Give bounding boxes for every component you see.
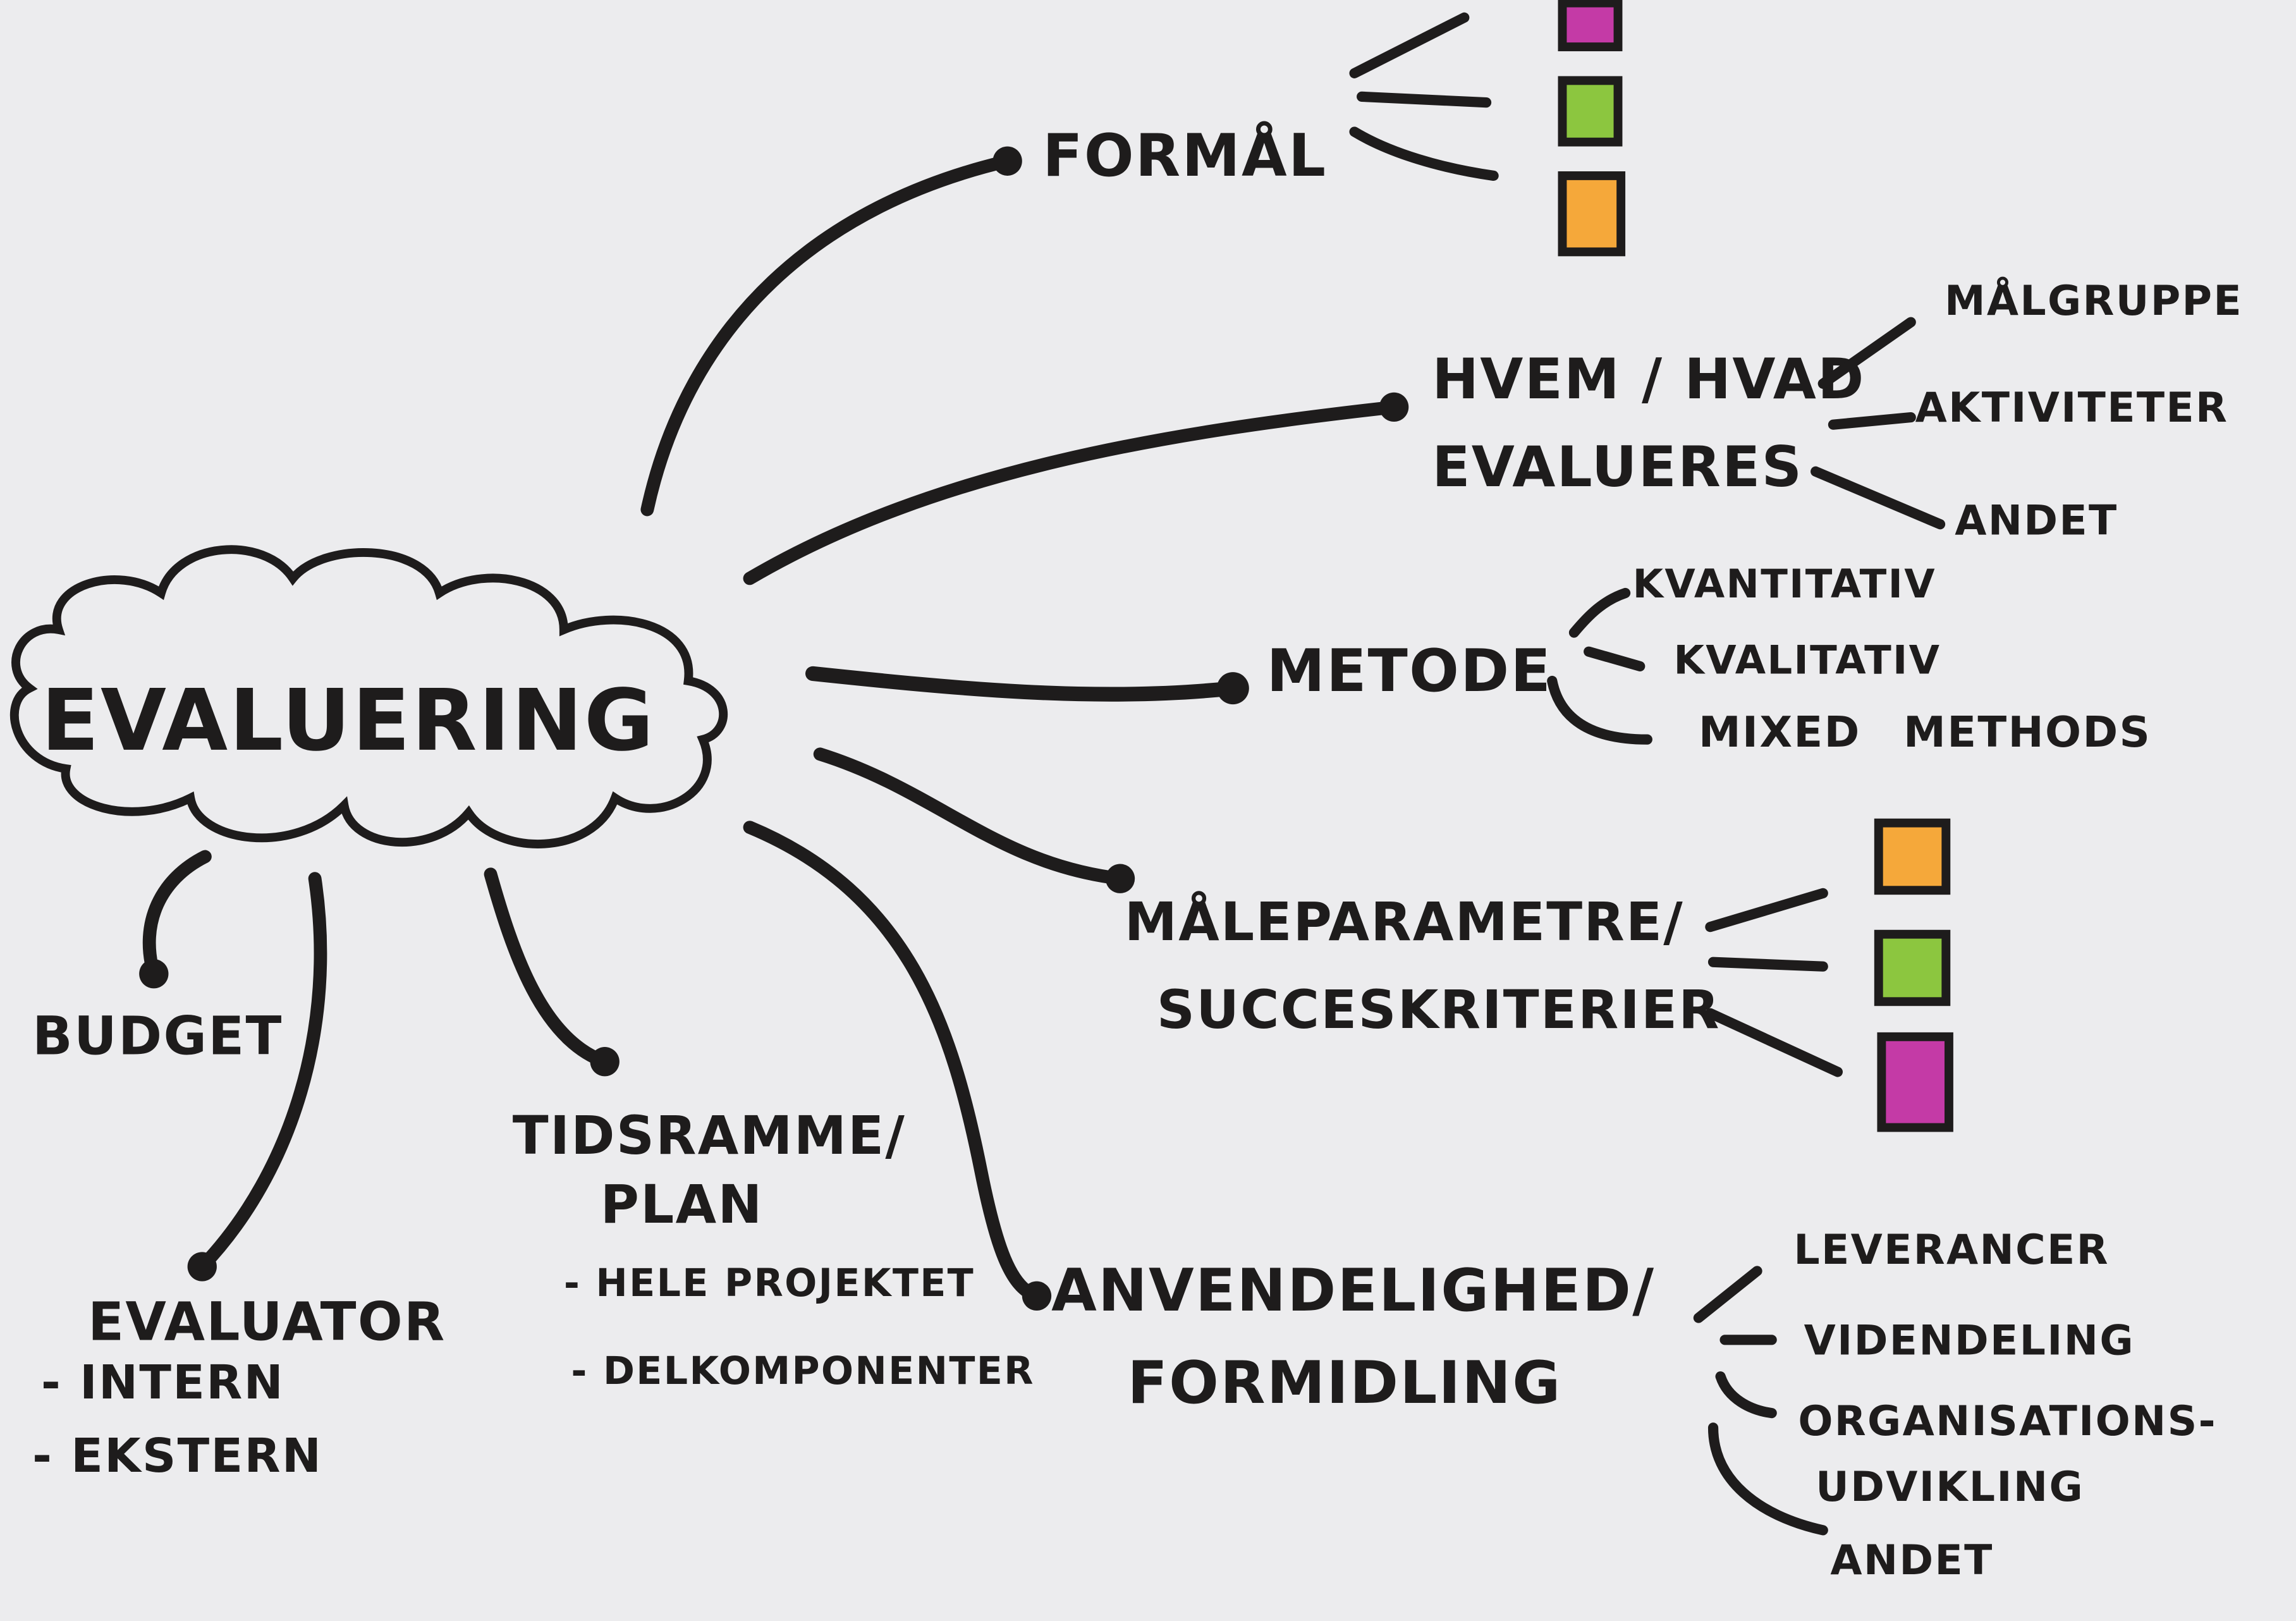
- branch-hvem-hvad: HVEM / HVAD EVALUERES MÅLGRUPPE AKTIVITE…: [743, 277, 2243, 585]
- center-label: EVALUERING: [41, 671, 655, 770]
- connector-line: [743, 821, 1044, 1303]
- hvem-line2: EVALUERES: [1432, 434, 1803, 499]
- connector-line: [195, 872, 327, 1273]
- hvem-item: AKTIVITETER: [1915, 384, 2229, 432]
- metode-item: MIXED METHODS: [1699, 707, 2151, 757]
- evaluator-item: - INTERN: [41, 1355, 284, 1410]
- node-dot: [1216, 672, 1249, 705]
- metode-label: METODE: [1267, 637, 1552, 705]
- sub-lines: [1705, 888, 1843, 1077]
- anvendelighed-item: UDVIKLING: [1816, 1464, 2084, 1511]
- formal-label: FORMÅL: [1042, 121, 1327, 190]
- branch-evaluator: EVALUATOR - INTERN - EKSTERN: [32, 872, 446, 1483]
- color-square-1: [1558, 0, 1623, 52]
- branch-budget: BUDGET: [32, 850, 283, 1067]
- color-square-3: [1877, 1032, 1953, 1132]
- branch-anvendelighed: ANVENDELIGHED/ FORMIDLING LEVERANCER VID…: [743, 821, 2217, 1584]
- connector-line: [805, 666, 1240, 702]
- tidsramme-item: - DELKOMPONENTER: [571, 1349, 1034, 1393]
- connector-line: [142, 850, 212, 981]
- node-dot: [139, 959, 169, 989]
- color-square-2: [1874, 929, 1951, 1006]
- node-dot: [1105, 864, 1135, 893]
- anvendelighed-line1: ANVENDELIGHED/: [1051, 1256, 1655, 1324]
- node-dot: [187, 1252, 217, 1282]
- node-dot: [1022, 1281, 1052, 1311]
- sub-lines: [1693, 1266, 1828, 1536]
- branch-maaleparametre: MÅLEPARAMETRE/ SUCCESKRITERIER: [813, 747, 1953, 1132]
- connector-line: [484, 867, 612, 1068]
- tidsramme-item: - HELE PROJEKTET: [564, 1261, 975, 1306]
- branch-tidsramme: TIDSRAMME/ PLAN - HELE PROJEKTET - DELKO…: [484, 867, 1034, 1393]
- branch-metode: METODE KVANTITATIV KVALITATIV MIXED METH…: [805, 561, 2151, 757]
- anvendelighed-item: ANDET: [1830, 1537, 1993, 1584]
- sub-lines: [1349, 12, 1499, 181]
- maaleparametre-line1: MÅLEPARAMETRE/: [1125, 891, 1684, 953]
- branch-formal: FORMÅL: [640, 0, 1626, 517]
- metode-item: KVANTITATIV: [1633, 561, 1936, 607]
- color-square-1: [1874, 818, 1951, 895]
- color-square-3: [1558, 171, 1626, 257]
- hvem-line1: HVEM / HVAD: [1432, 346, 1865, 412]
- evaluator-label: EVALUATOR: [88, 1291, 446, 1352]
- color-square-2: [1558, 76, 1623, 147]
- hvem-item: MÅLGRUPPE: [1945, 277, 2243, 325]
- connector-line: [640, 154, 1015, 517]
- node-dot: [590, 1047, 620, 1077]
- tidsramme-line1: TIDSRAMME/: [513, 1105, 906, 1166]
- anvendelighed-item: ORGANISATIONS-: [1798, 1398, 2217, 1445]
- anvendelighed-item: VIDENDELING: [1804, 1317, 2135, 1364]
- anvendelighed-line2: FORMIDLING: [1128, 1349, 1562, 1417]
- node-dot: [992, 146, 1022, 176]
- sub-lines: [1547, 587, 1652, 745]
- hvem-item: ANDET: [1955, 497, 2118, 544]
- tidsramme-line2: PLAN: [601, 1174, 764, 1235]
- evaluator-item: - EKSTERN: [32, 1429, 322, 1483]
- connector-line: [743, 400, 1401, 585]
- anvendelighed-item: LEVERANCER: [1793, 1226, 2109, 1274]
- node-dot: [1379, 392, 1409, 422]
- center-cloud: EVALUERING: [10, 545, 728, 848]
- metode-item: KVALITATIV: [1674, 637, 1941, 683]
- budget-label: BUDGET: [32, 1006, 283, 1067]
- sub-lines: [1811, 317, 1946, 530]
- maaleparametre-line2: SUCCESKRITERIER: [1157, 979, 1721, 1041]
- connector-line: [813, 747, 1127, 886]
